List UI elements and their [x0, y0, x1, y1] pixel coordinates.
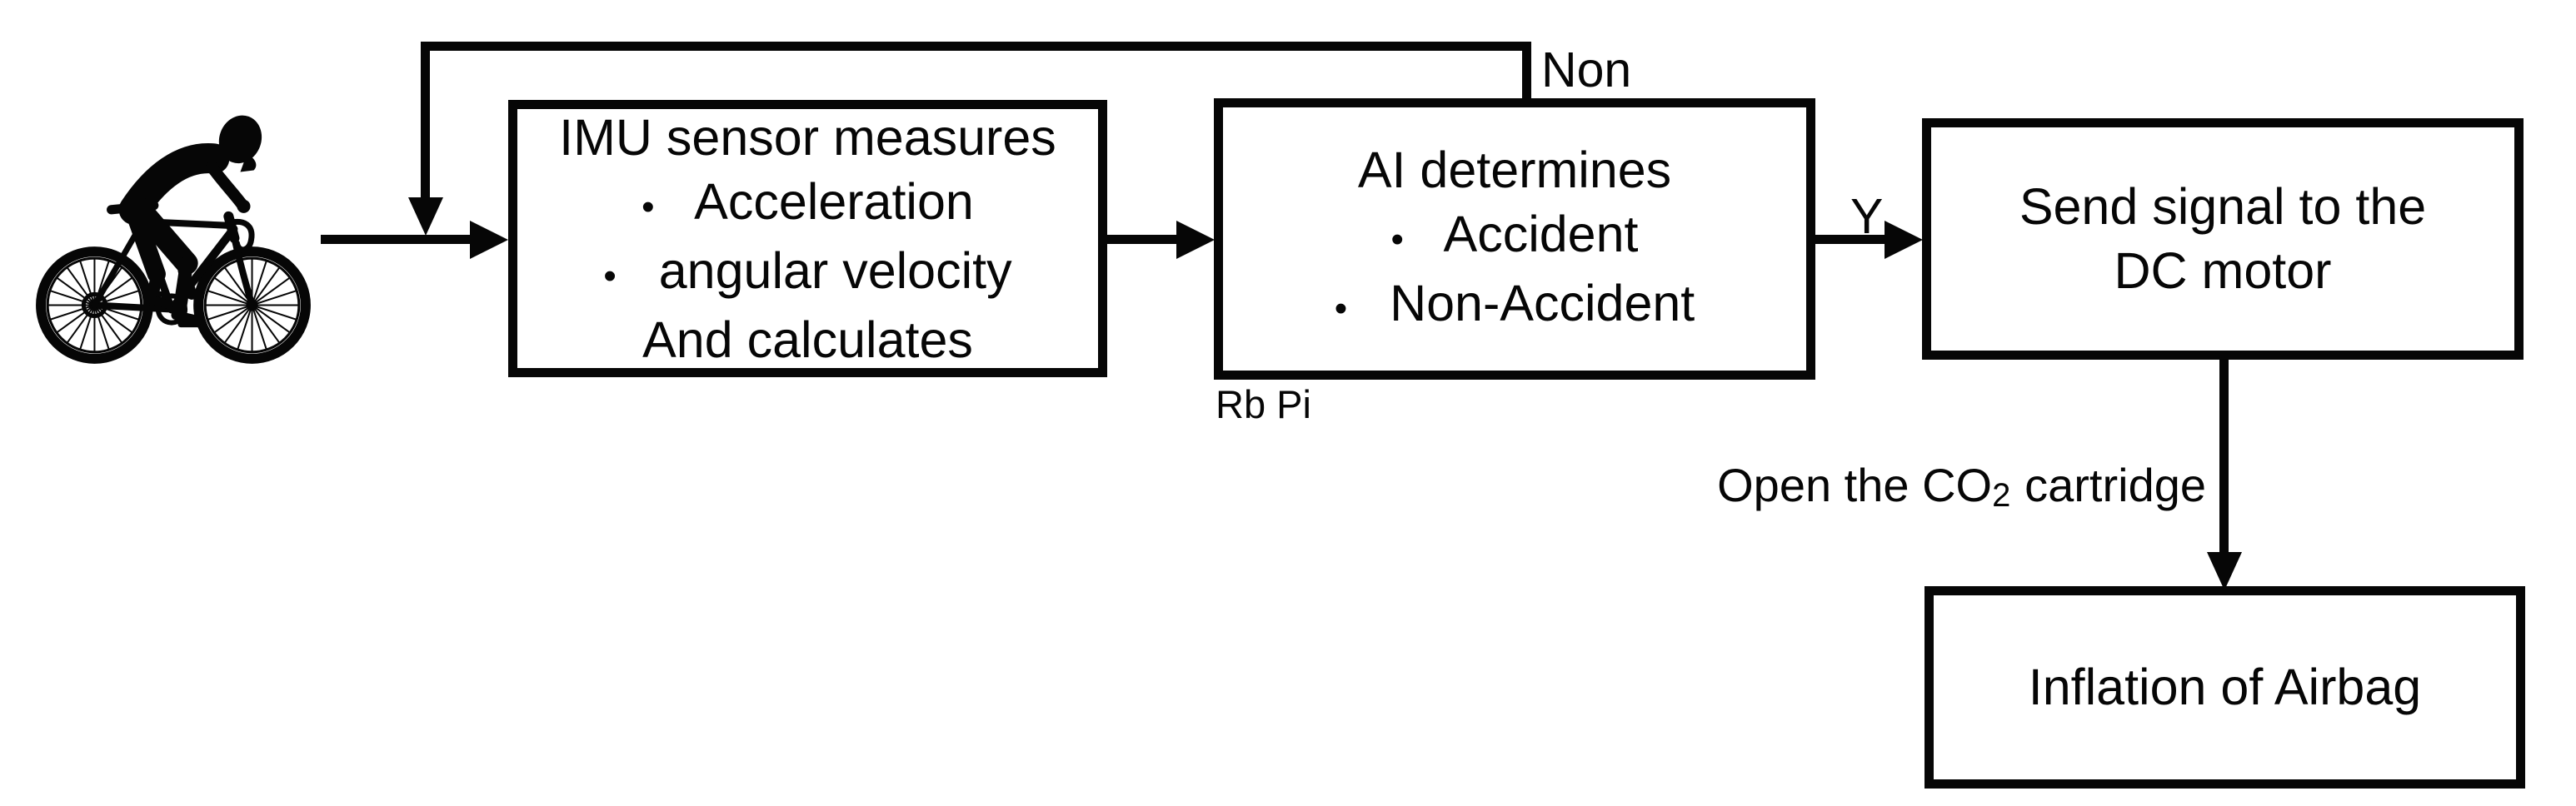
co2-label-prefix: Open the CO — [1717, 459, 1993, 511]
send-box-line1: Send signal to the — [2019, 178, 2427, 235]
co2-label-suffix: cartridge — [2024, 459, 2206, 511]
ai-to-send-arrowhead-icon — [1885, 221, 1923, 259]
yes-label: Y — [1850, 189, 1884, 244]
send-signal-box: Send signal to the DC motor — [1922, 118, 2524, 360]
ai-bullet-non-accident: • Non-Accident — [1223, 271, 1806, 341]
bullet-icon: • — [603, 255, 617, 296]
imu-to-ai-line — [1106, 235, 1178, 244]
inflation-box-label: Inflation of Airbag — [2028, 659, 2422, 715]
ai-to-send-line — [1815, 235, 1886, 244]
ai-bullet-non-accident-label: Non-Accident — [1390, 274, 1695, 331]
co2-cartridge-label: Open the CO2 cartridge — [1583, 458, 2206, 515]
bullet-icon: • — [642, 186, 655, 227]
ai-determines-box: AI determines • Accident • Non-Accident — [1214, 98, 1815, 380]
feedback-arrowhead-icon — [408, 197, 443, 236]
imu-box-title: IMU sensor measures — [559, 108, 1056, 166]
ai-bullet-accident: • Accident — [1223, 202, 1806, 271]
bike-to-imu-line — [321, 235, 472, 244]
imu-to-ai-arrowhead-icon — [1176, 221, 1215, 259]
co2-label-subscript: 2 — [1992, 477, 2011, 514]
send-to-inflation-arrowhead-icon — [2207, 552, 2242, 590]
bullet-icon: • — [1334, 287, 1348, 329]
imu-sensor-box: IMU sensor measures • Acceleration • ang… — [508, 100, 1107, 377]
imu-bullet-angular-velocity: • angular velocity — [517, 239, 1098, 308]
feedback-top-line — [421, 42, 1531, 51]
feedback-left-line — [421, 42, 430, 198]
imu-bullet-angular-velocity-label: angular velocity — [658, 241, 1012, 299]
imu-bullet-acceleration: • Acceleration — [517, 170, 1098, 239]
feedback-non-label: Non — [1541, 42, 1632, 97]
raspberry-pi-caption: Rb Pi — [1216, 382, 1311, 426]
bike-to-imu-arrowhead-icon — [470, 221, 508, 259]
send-to-inflation-line — [2219, 359, 2229, 554]
inflation-airbag-box: Inflation of Airbag — [1925, 586, 2525, 789]
feedback-right-line — [1522, 42, 1531, 102]
imu-box-footer: And calculates — [642, 311, 973, 368]
imu-bullet-acceleration-label: Acceleration — [694, 172, 974, 230]
ai-bullet-accident-label: Accident — [1443, 205, 1639, 262]
ai-box-title: AI determines — [1357, 141, 1672, 198]
cyclist-icon — [27, 98, 321, 375]
bullet-icon: • — [1390, 218, 1404, 260]
send-box-line2: DC motor — [2114, 242, 2332, 299]
